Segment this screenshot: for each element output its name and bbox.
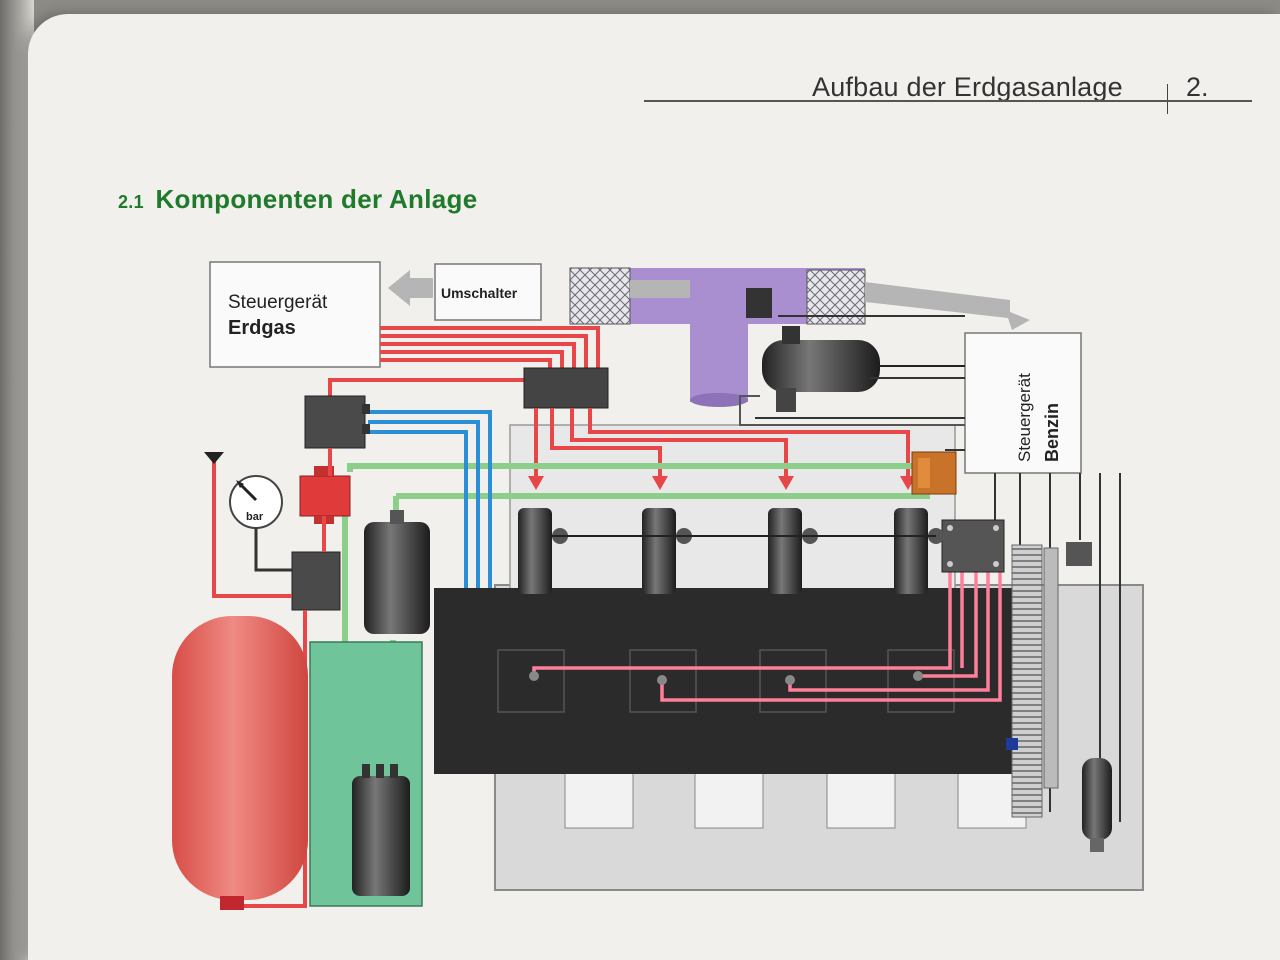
petrol-pressure-module bbox=[739, 326, 965, 426]
ecu-petrol-label-1: Steuergerät bbox=[1015, 373, 1034, 462]
ecu-petrol-label-2: Benzin bbox=[1042, 403, 1062, 462]
header-rule bbox=[644, 100, 1252, 102]
rail-bracket bbox=[1043, 547, 1059, 789]
fuel-filter bbox=[364, 510, 430, 634]
gauge-unit: bar bbox=[246, 511, 264, 523]
section-title: Komponenten der Anlage bbox=[155, 184, 478, 214]
coolant-lines bbox=[368, 410, 492, 588]
intake-manifold bbox=[569, 267, 866, 407]
filling-nozzle-icon bbox=[204, 452, 224, 464]
pressure-gauge: bar bbox=[229, 475, 292, 572]
high-pressure-valve bbox=[291, 551, 341, 611]
section-number: 2.1 bbox=[118, 192, 144, 212]
gas-ecu-harness bbox=[328, 326, 600, 398]
air-flow-arrows bbox=[388, 270, 1030, 330]
gas-injector-rail bbox=[911, 451, 957, 495]
engine-block bbox=[434, 588, 1024, 774]
fuel-pump bbox=[352, 764, 410, 896]
ecu-petrol-box: Steuergerät Benzin bbox=[964, 332, 1082, 474]
engine-sensor bbox=[1006, 738, 1018, 750]
ecu-gas-box: Steuergerät Erdgas bbox=[209, 261, 381, 368]
spark-plugs bbox=[529, 671, 923, 685]
switch-box: Umschalter bbox=[434, 263, 542, 321]
injector-1 bbox=[518, 508, 568, 594]
shutoff-valve bbox=[299, 466, 351, 524]
rail-sensor bbox=[1066, 542, 1092, 566]
petrol-fuel-rail bbox=[1011, 544, 1043, 818]
ignition-coil bbox=[941, 519, 1005, 573]
section-heading: 2.1 Komponenten der Anlage bbox=[118, 184, 477, 215]
pressure-regulator bbox=[304, 395, 370, 449]
gas-flow-arrowheads bbox=[528, 476, 916, 490]
page-header-title: Aufbau der Erdgasanlage bbox=[812, 72, 1123, 102]
ecu-gas-label-2: Erdgas bbox=[228, 317, 296, 339]
header-separator bbox=[1167, 84, 1168, 114]
switch-label: Umschalter bbox=[441, 285, 518, 301]
gas-distributor bbox=[523, 367, 609, 409]
ecu-gas-label-1: Steuergerät bbox=[228, 292, 328, 313]
chapter-number: 2. bbox=[1186, 72, 1209, 102]
cng-tank bbox=[172, 616, 308, 910]
petrol-pump bbox=[1082, 758, 1112, 852]
